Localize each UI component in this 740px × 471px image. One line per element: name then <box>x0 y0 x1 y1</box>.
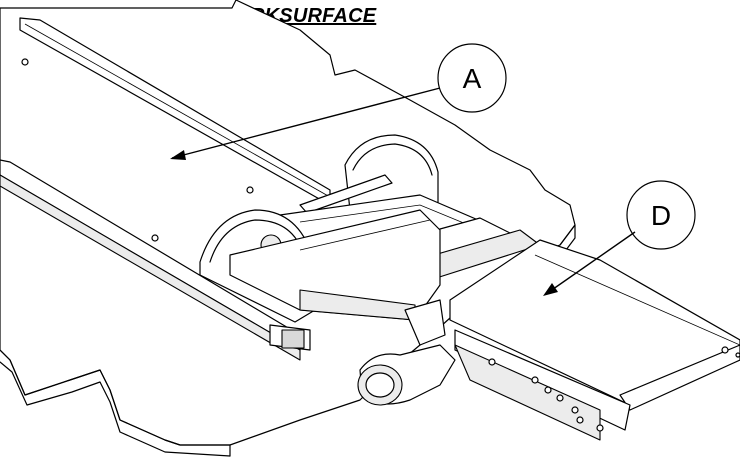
mechanism-housing <box>199 134 541 346</box>
keyboard-platform <box>449 239 740 441</box>
callout-a-label: A <box>463 63 482 94</box>
callout-a: A <box>170 43 507 160</box>
callout-a-leader <box>171 87 441 159</box>
callout-d-leader <box>545 231 636 295</box>
rail-left <box>0 17 331 361</box>
callout-d-circle <box>626 180 696 250</box>
adjustment-knob <box>357 344 456 406</box>
callout-d-label: D <box>651 200 671 231</box>
callout-a-circle <box>437 43 507 113</box>
callout-d-arrowhead <box>543 283 558 296</box>
callout-d: D <box>543 180 696 296</box>
callout-a-arrowhead <box>170 150 186 160</box>
